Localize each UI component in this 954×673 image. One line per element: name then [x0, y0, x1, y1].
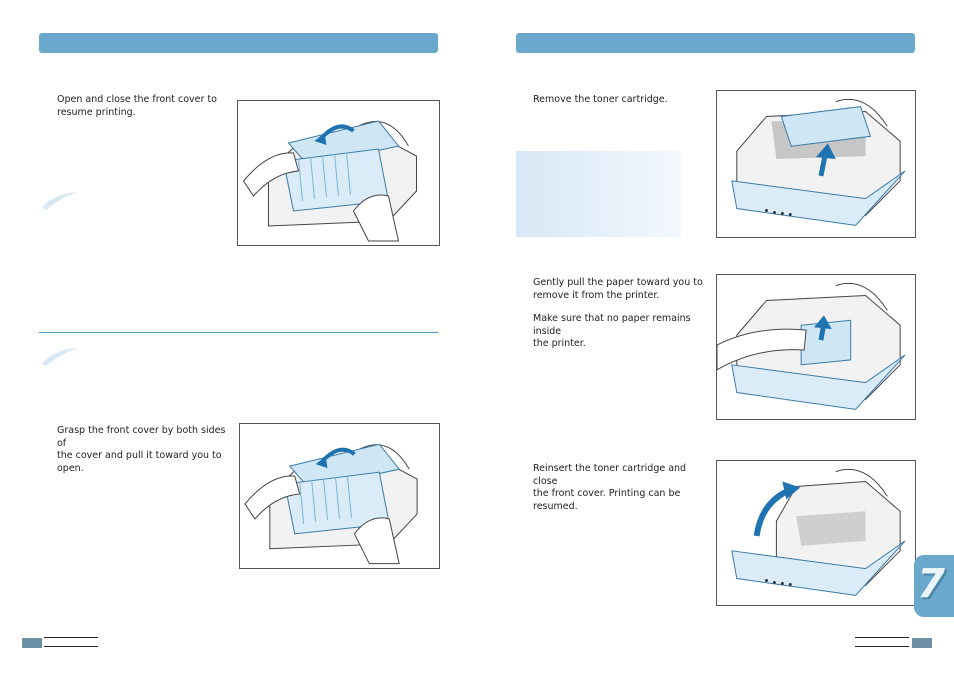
step-reinsert-text: Reinsert the toner cartridge and close t… — [533, 463, 687, 512]
left-footer-block — [22, 638, 42, 648]
left-section-header-bar — [39, 33, 438, 53]
printer-open-cover-illustration — [244, 443, 418, 565]
left-footer-line-1 — [44, 637, 98, 638]
note-swoosh-icon — [42, 192, 78, 210]
step-remove-toner-text: Remove the toner cartridge. — [533, 94, 668, 105]
step-pull-paper-text: Gently pull the paper toward you to remo… — [533, 277, 703, 301]
printer-toner-illustration — [731, 98, 906, 226]
right-section-header-bar — [516, 33, 915, 53]
left-footer-line-2 — [44, 646, 98, 647]
figure-open-front-cover — [239, 423, 440, 569]
right-footer-line-1 — [855, 637, 909, 638]
note-swoosh-icon-2 — [42, 348, 78, 366]
figure-remove-toner — [716, 90, 916, 238]
step-grasp-text: Grasp the front cover by both sides of t… — [57, 425, 226, 474]
printer-reinsert-illustration — [731, 468, 906, 596]
note-box — [516, 151, 681, 237]
printer-paper-illustration — [717, 282, 906, 410]
figure-pull-paper — [716, 274, 916, 420]
printer-cover-illustration — [242, 120, 417, 242]
figure-close-front-cover — [237, 100, 440, 246]
figure-reinsert-toner — [716, 460, 916, 606]
chapter-tab: 7 — [914, 555, 954, 617]
section-divider — [39, 332, 438, 333]
step-check-paper-text: Make sure that no paper remains inside t… — [533, 313, 691, 349]
right-footer-line-2 — [855, 646, 909, 647]
right-footer-block — [912, 638, 932, 648]
chapter-number: 7 — [917, 561, 945, 607]
step-open-close-text: Open and close the front cover to resume… — [57, 94, 217, 118]
